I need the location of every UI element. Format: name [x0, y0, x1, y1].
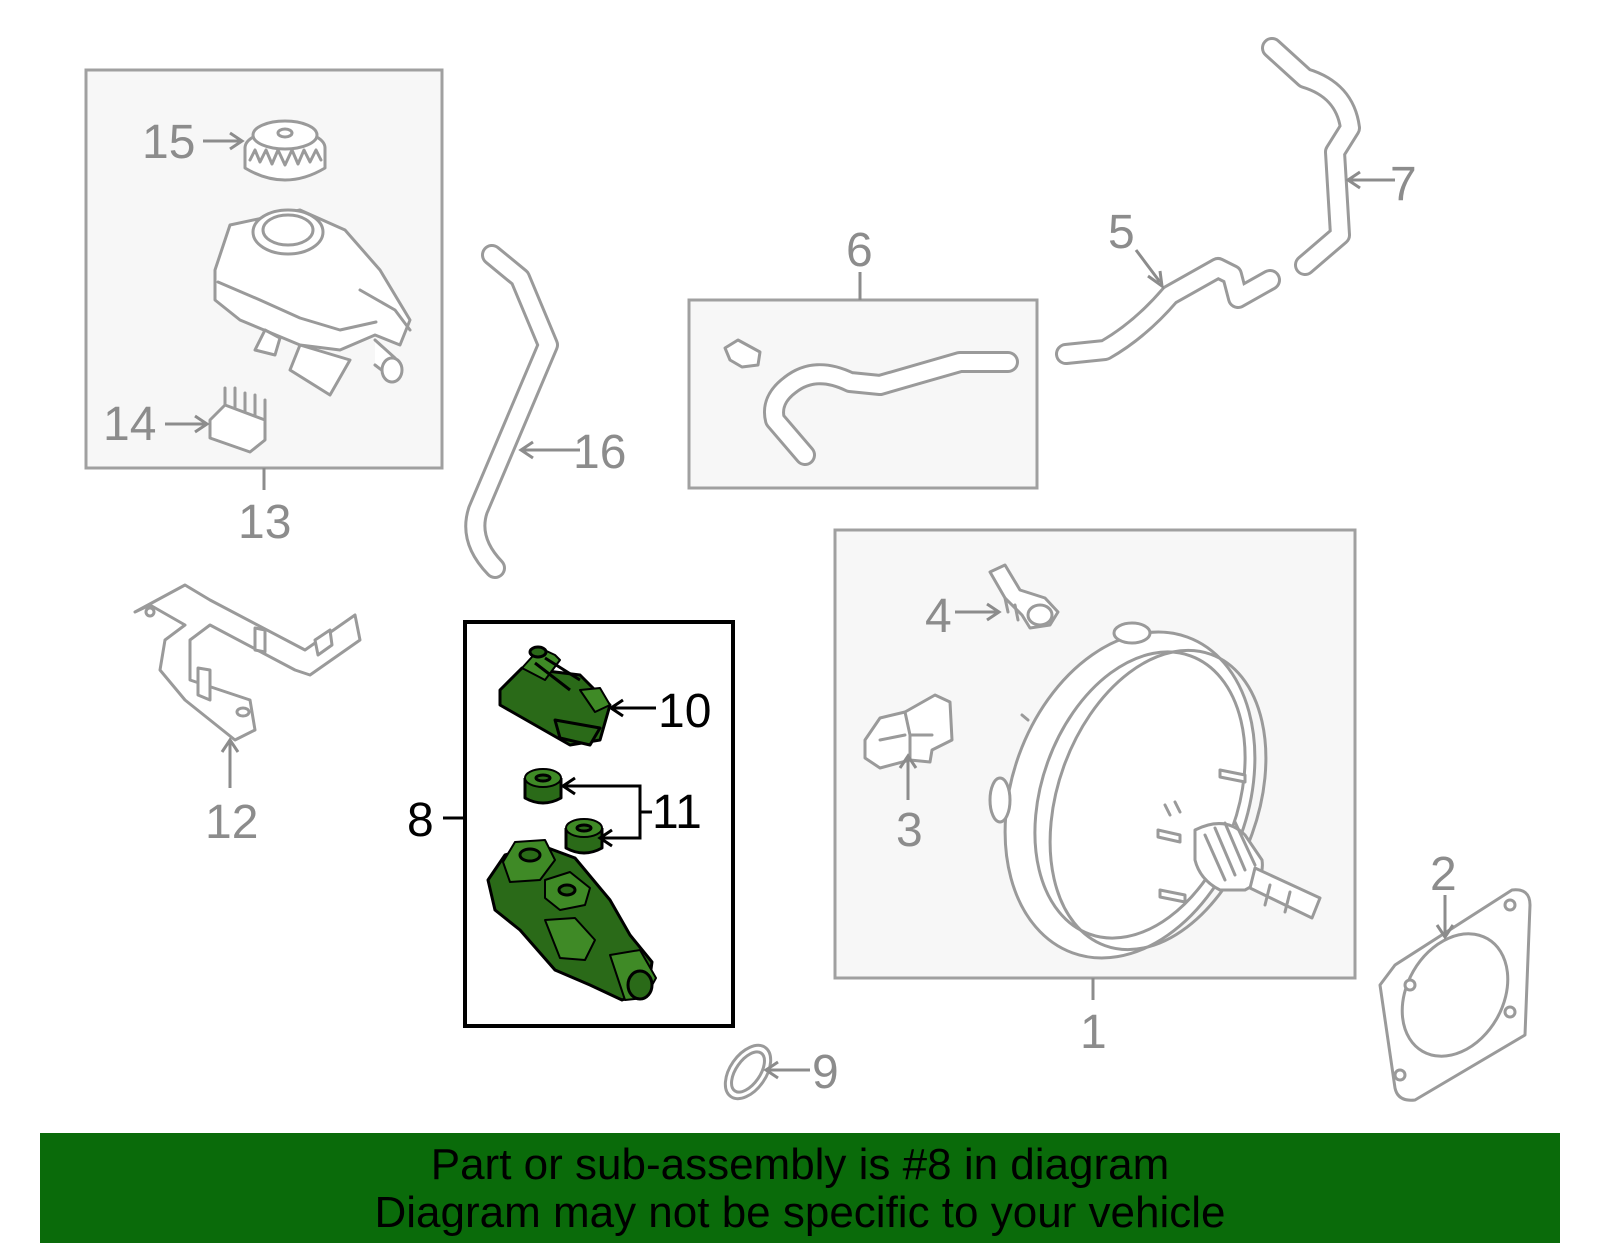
leader-14	[165, 414, 210, 434]
leader-4	[955, 602, 1002, 622]
grommet-lower[interactable]	[564, 818, 604, 855]
hose-clip[interactable]	[723, 338, 762, 369]
leader-9	[763, 1060, 810, 1080]
callout-11: 11	[652, 786, 702, 839]
callout-13: 13	[238, 496, 291, 549]
callout-5: 5	[1108, 206, 1135, 259]
callout-9: 9	[812, 1046, 839, 1099]
check-valve-4[interactable]	[988, 563, 1060, 630]
leader-7	[1345, 170, 1395, 190]
fluid-reservoir[interactable]	[213, 208, 412, 397]
leader-5	[1134, 249, 1164, 290]
callout-16: 16	[573, 426, 626, 479]
leader-3	[898, 753, 918, 800]
reservoir-cap[interactable]	[243, 119, 327, 182]
leader-15	[203, 131, 245, 151]
o-ring-9[interactable]	[716, 1037, 780, 1107]
grommet-upper[interactable]	[523, 768, 563, 805]
vacuum-hose-7[interactable]	[1261, 37, 1361, 276]
vacuum-pipe-5[interactable]	[1055, 257, 1281, 365]
bracket-12[interactable]	[133, 583, 362, 742]
gasket-2[interactable]	[1378, 888, 1532, 1102]
leader-12	[220, 737, 240, 788]
master-cylinder-reservoir-seal[interactable]	[498, 645, 612, 747]
callout-4: 4	[925, 590, 952, 643]
callout-2: 2	[1430, 848, 1457, 901]
hose-16[interactable]	[464, 244, 559, 579]
brake-booster[interactable]	[962, 597, 1322, 993]
callout-12: 12	[205, 796, 258, 849]
callout-3: 3	[896, 804, 923, 857]
callout-14: 14	[103, 398, 156, 451]
banner-line-2: Diagram may not be specific to your vehi…	[374, 1188, 1226, 1237]
callout-10: 10	[658, 685, 711, 738]
leader-16	[518, 440, 580, 460]
callout-1: 1	[1080, 1006, 1107, 1059]
info-banner: Part or sub-assembly is #8 in diagram Di…	[40, 1133, 1560, 1243]
callout-6: 6	[846, 224, 873, 277]
callout-7: 7	[1390, 158, 1417, 211]
hose-6[interactable]	[763, 351, 1019, 466]
leader-10	[608, 698, 656, 718]
callout-15: 15	[142, 116, 195, 169]
banner-line-1: Part or sub-assembly is #8 in diagram	[430, 1140, 1170, 1189]
level-sensor[interactable]	[208, 386, 267, 454]
leader-2	[1435, 895, 1455, 940]
leader-11	[560, 776, 652, 848]
master-cylinder-body[interactable]	[486, 839, 657, 1002]
vacuum-sensor-3[interactable]	[863, 693, 954, 770]
callout-8: 8	[407, 794, 434, 847]
